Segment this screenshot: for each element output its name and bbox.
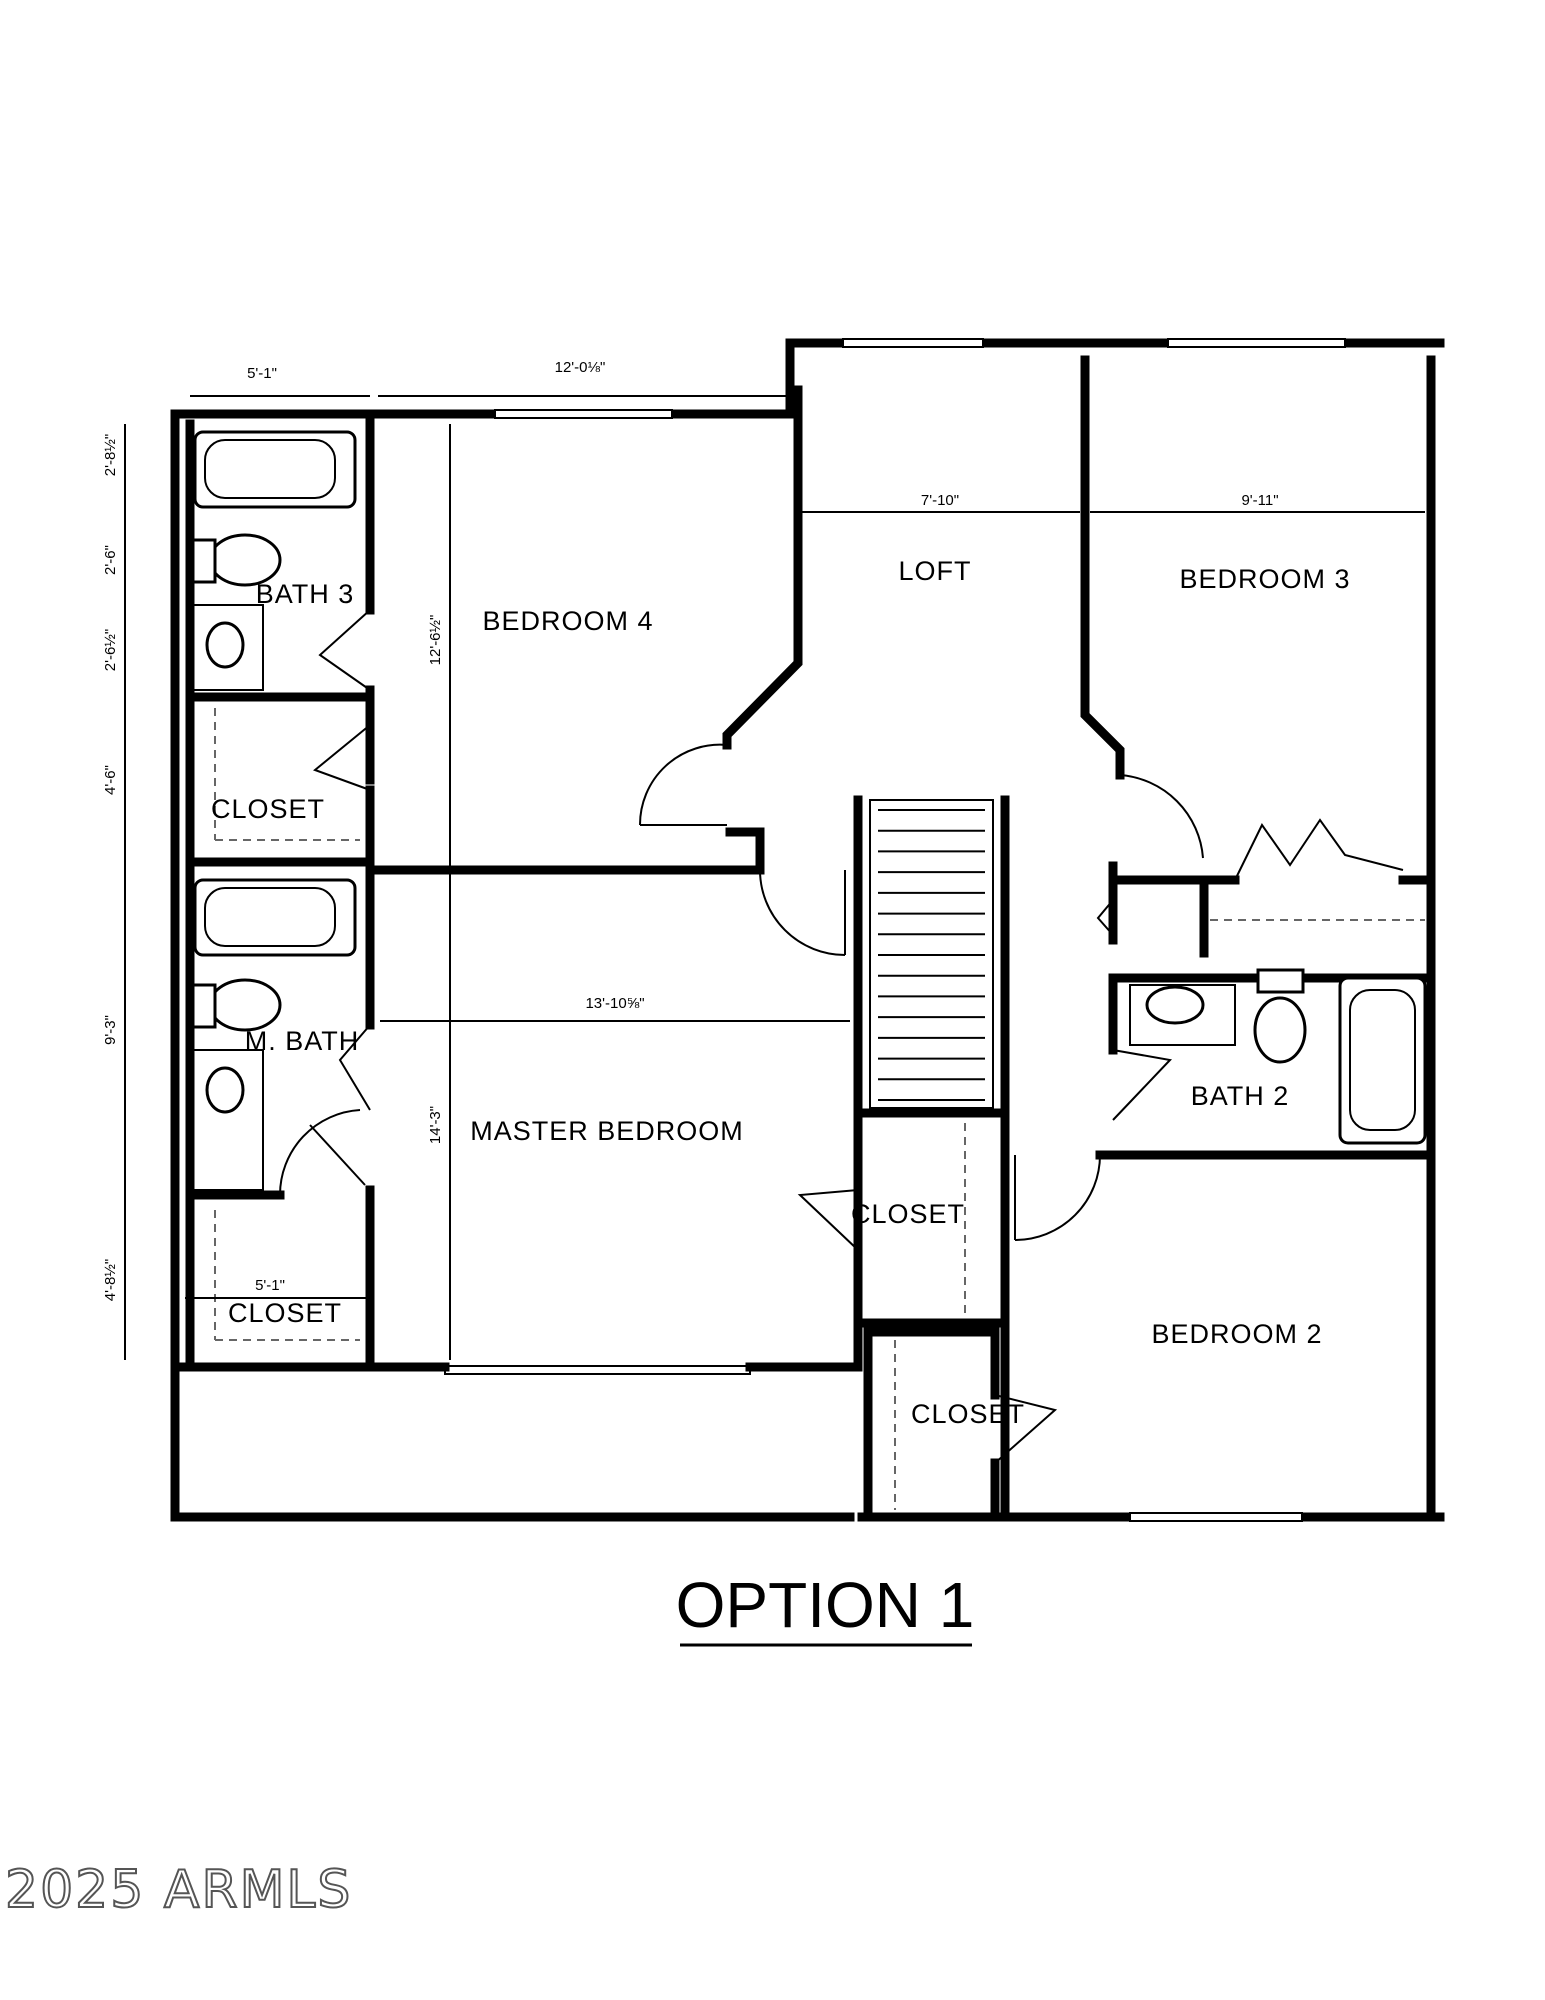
fixtures <box>191 430 1427 1510</box>
doors <box>278 609 1404 1464</box>
room-closet-hall: CLOSET <box>851 1199 965 1229</box>
dim-bath3-vanity: 2'-6½" <box>102 629 119 671</box>
dimension-labels: 5'-1" 12'-0⅛" 7'-10" 9'-11" 13'-10⅝" 5'-… <box>102 359 1279 1301</box>
dim-master-depth: 14'-3" <box>427 1106 444 1144</box>
dim-mbath-depth: 9'-3" <box>102 1015 119 1045</box>
dim-master-closet-depth: 4'-8½" <box>102 1259 119 1301</box>
interior-walls <box>170 355 1436 1522</box>
dim-master-closet-width: 5'-1" <box>255 1277 285 1294</box>
room-labels: BATH 3 BEDROOM 4 LOFT BEDROOM 3 CLOSET M… <box>211 556 1350 1429</box>
room-loft: LOFT <box>898 556 971 586</box>
dimension-lines <box>124 395 1425 1360</box>
room-closet-bath3: CLOSET <box>211 794 325 824</box>
dim-loft-width: 7'-10" <box>921 492 959 509</box>
room-bath2: BATH 2 <box>1191 1081 1290 1111</box>
dim-master-width: 13'-10⅝" <box>585 995 644 1012</box>
dim-top-left-width: 5'-1" <box>247 365 277 382</box>
stairs <box>869 799 994 1109</box>
dim-bedroom3-width: 9'-11" <box>1241 492 1278 509</box>
room-bedroom2: BEDROOM 2 <box>1151 1319 1322 1349</box>
room-bath3: BATH 3 <box>256 579 355 609</box>
room-master-bedroom: MASTER BEDROOM <box>470 1116 744 1146</box>
dim-closet-depth: 4'-6" <box>102 765 119 795</box>
room-bedroom3: BEDROOM 3 <box>1179 564 1350 594</box>
dim-bath3-toilet: 2'-6" <box>102 545 119 575</box>
dim-bedroom4-depth: 12'-6½" <box>427 615 444 666</box>
plan-title: OPTION 1 <box>676 1569 975 1647</box>
room-closet-lower: CLOSET <box>911 1399 1025 1429</box>
dim-bedroom4-width: 12'-0⅛" <box>555 359 606 376</box>
exterior-walls <box>170 338 1445 1522</box>
watermark: 2025 ARMLS <box>5 1860 352 1920</box>
room-closet-master: CLOSET <box>228 1298 342 1328</box>
room-bedroom4: BEDROOM 4 <box>482 606 653 636</box>
room-master-bath: M. BATH <box>245 1026 360 1056</box>
dim-bath3-tub: 2'-8½" <box>102 434 119 476</box>
windows <box>444 338 1346 1522</box>
title-text: OPTION 1 <box>676 1569 975 1641</box>
